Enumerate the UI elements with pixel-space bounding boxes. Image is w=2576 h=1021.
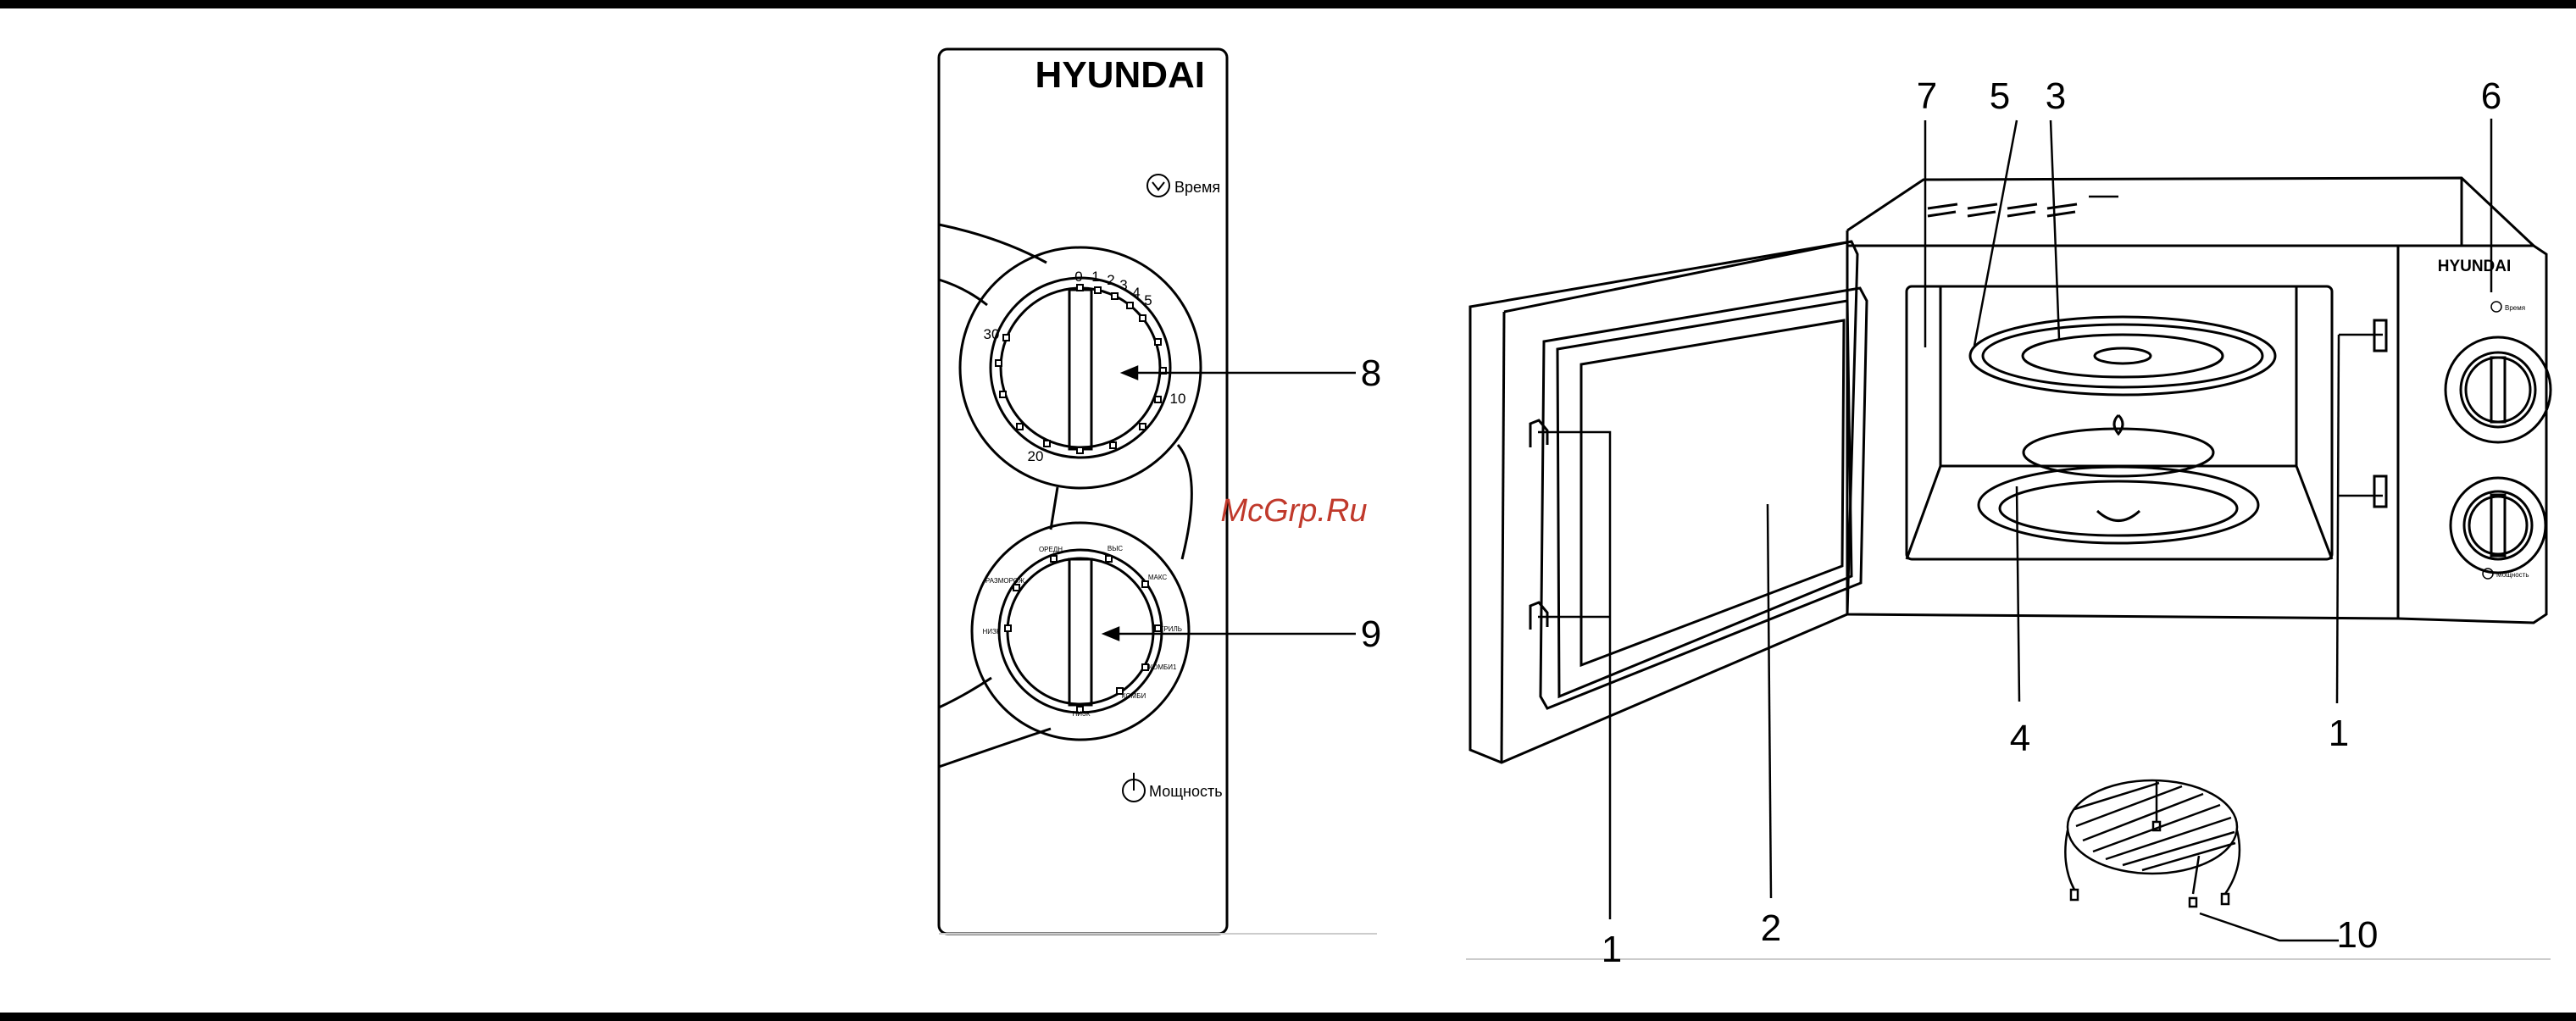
callout-7: 7 bbox=[1917, 75, 1937, 117]
microwave-time-label: Время bbox=[2505, 304, 2525, 312]
panel-curve bbox=[1051, 487, 1058, 530]
timer-tick-label: 4 bbox=[1132, 285, 1140, 301]
panel-brand: HYUNDAI bbox=[1035, 54, 1205, 96]
power-tick-label: КОМБИ bbox=[1122, 692, 1146, 700]
power-tick-label: КОМБИ1 bbox=[1149, 663, 1177, 671]
panel-power-label: Мощность bbox=[1149, 783, 1223, 800]
clock-icon bbox=[1147, 175, 1169, 197]
panel-curve bbox=[939, 729, 1051, 767]
power-knob-ring bbox=[999, 550, 1162, 713]
timer-knob-grip bbox=[1069, 290, 1091, 449]
power-tick-label: РАЗМОРОЖ bbox=[985, 577, 1025, 585]
timer-tick-label: 1 bbox=[1091, 269, 1099, 285]
callout-9: 9 bbox=[1361, 613, 1381, 655]
callout-1-right: 1 bbox=[2329, 713, 2349, 754]
timer-tick-dots bbox=[996, 285, 1166, 453]
power-tick-label: ГРИЛЬ bbox=[1160, 625, 1182, 633]
timer-tick-label: 10 bbox=[1170, 391, 1186, 407]
timer-tick-label: 0 bbox=[1074, 269, 1082, 285]
timer-tick-label: 3 bbox=[1119, 277, 1127, 293]
power-knob bbox=[1008, 558, 1153, 704]
timer-knob-ring bbox=[991, 278, 1170, 458]
watermark: McGrp.Ru bbox=[1220, 493, 1367, 529]
callout-1-left: 1 bbox=[1602, 929, 1622, 970]
power-tick-label: НИЗК bbox=[1072, 710, 1090, 718]
power-knob-grip bbox=[1069, 559, 1091, 705]
power-tick-label: МАКС bbox=[1148, 574, 1168, 581]
callout-4: 4 bbox=[2010, 718, 2030, 759]
callout-3: 3 bbox=[2046, 75, 2066, 117]
microwave-door bbox=[1470, 241, 1867, 763]
power-tick-label: ВЫС bbox=[1108, 545, 1123, 552]
callout-8: 8 bbox=[1361, 352, 1381, 394]
power-tick-label: НИЗК bbox=[982, 628, 1000, 635]
panel-time-label: Время bbox=[1174, 179, 1220, 196]
timer-tick-label: 5 bbox=[1144, 292, 1152, 308]
callout-10: 10 bbox=[2337, 914, 2379, 956]
timer-tick-label: 30 bbox=[984, 326, 1000, 342]
timer-scale-labels: 0 1 2 3 4 5 10 20 30 bbox=[984, 269, 1186, 464]
microwave-brand: HYUNDAI bbox=[2438, 258, 2512, 275]
timer-tick-label: 2 bbox=[1107, 272, 1114, 288]
microwave-power-label: Мощность bbox=[2496, 571, 2529, 579]
callout-5: 5 bbox=[1990, 75, 2010, 117]
callout-2: 2 bbox=[1761, 907, 1781, 949]
power-tick-label: ОРЕДН bbox=[1039, 546, 1063, 553]
panel-curve bbox=[1178, 445, 1191, 559]
grill-rack bbox=[2065, 780, 2240, 907]
microwave-body bbox=[1847, 178, 2551, 623]
callout-6: 6 bbox=[2481, 75, 2501, 117]
clock-icon-hand bbox=[1152, 182, 1164, 190]
timer-tick-label: 20 bbox=[1028, 448, 1044, 464]
